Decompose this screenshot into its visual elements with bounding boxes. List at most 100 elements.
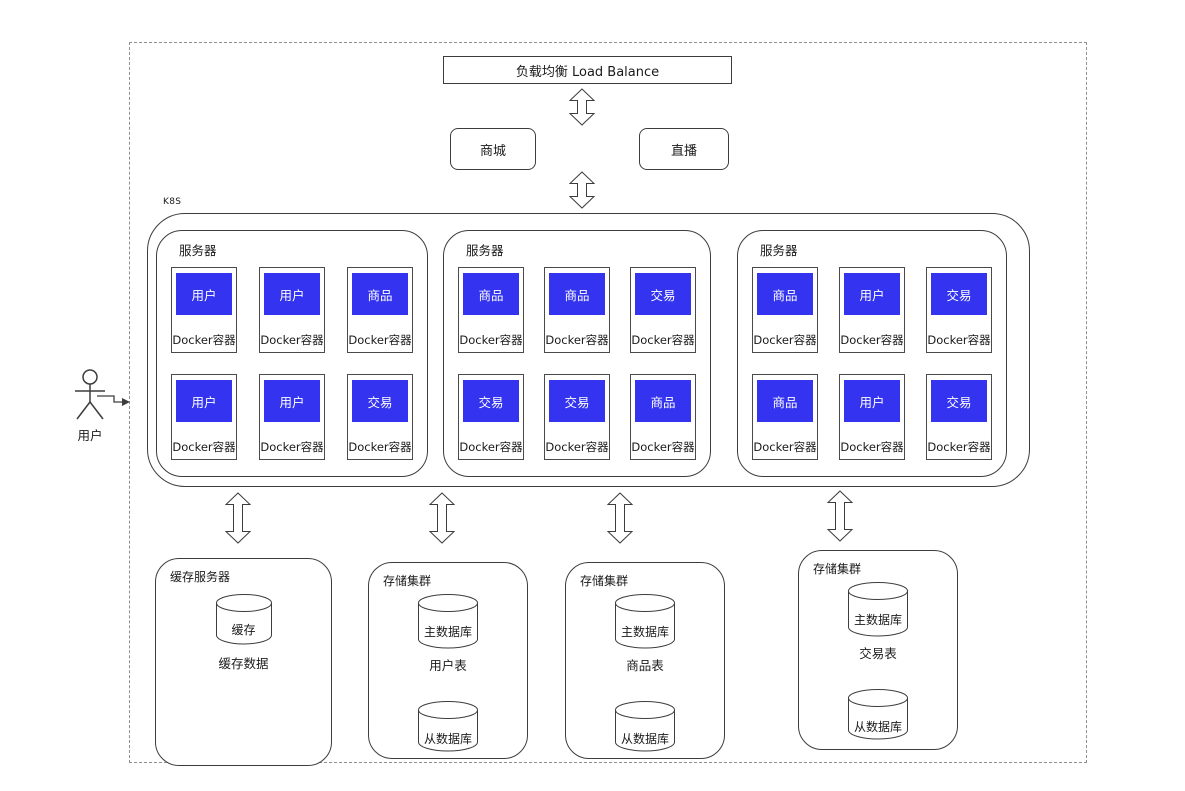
docker-container: 商品 Docker容器 — [630, 374, 696, 460]
replica-db-label: 从数据库 — [853, 720, 902, 735]
bidirectional-arrow-icon — [569, 88, 595, 126]
storage-cluster-label: 存储集群 — [580, 574, 629, 588]
docker-container: 用户 Docker容器 — [839, 267, 905, 353]
docker-caption: Docker容器 — [545, 440, 609, 454]
replica-database-cylinder: 从数据库 — [614, 700, 676, 756]
primary-database-cylinder: 主数据库 — [417, 593, 479, 649]
storage-cluster-label: 存储集群 — [813, 562, 862, 576]
primary-db-label: 主数据库 — [423, 625, 472, 640]
mall-service-node: 商城 — [450, 128, 536, 170]
docker-caption: Docker容器 — [840, 333, 904, 347]
live-service-node: 直播 — [639, 128, 729, 170]
service-box: 交易 — [549, 380, 605, 422]
bidirectional-arrow-icon — [569, 171, 595, 209]
storage-cluster-1: 存储集群 主数据库 用户表 从数据库 — [368, 562, 528, 759]
service-box: 交易 — [931, 273, 987, 315]
server-group-2: 服务器 商品 Docker容器 商品 Docker容器 交易 Docker容器 … — [443, 230, 711, 477]
service-box: 商品 — [352, 273, 408, 315]
server-group-1: 服务器 用户 Docker容器 用户 Docker容器 商品 Docker容器 … — [156, 230, 428, 477]
replica-database-cylinder: 从数据库 — [417, 700, 479, 756]
service-box: 商品 — [757, 273, 813, 315]
docker-container: 交易 Docker容器 — [458, 374, 524, 460]
load-balancer-node: 负载均衡 Load Balance — [443, 56, 732, 84]
service-box: 用户 — [844, 380, 900, 422]
primary-db-label: 主数据库 — [853, 613, 902, 628]
replica-db-label: 从数据库 — [620, 732, 669, 747]
docker-caption: Docker容器 — [631, 440, 695, 454]
bidirectional-arrow-icon — [827, 490, 853, 542]
docker-caption: Docker容器 — [260, 440, 324, 454]
cache-server-content: 缓存 缓存数据 — [156, 559, 331, 765]
table-caption: 商品表 — [626, 658, 664, 673]
docker-caption: Docker容器 — [927, 333, 991, 347]
storage-cluster-content: 主数据库 商品表 从数据库 — [566, 563, 724, 758]
primary-db-label: 主数据库 — [620, 625, 669, 640]
docker-container: 用户 Docker容器 — [171, 374, 237, 460]
server-group-label: 服务器 — [466, 243, 504, 258]
docker-caption: Docker容器 — [840, 440, 904, 454]
storage-cluster-3: 存储集群 主数据库 交易表 从数据库 — [798, 550, 958, 750]
container-grid: 商品 Docker容器 用户 Docker容器 交易 Docker容器 商品 D… — [752, 267, 992, 460]
server-group-3: 服务器 商品 Docker容器 用户 Docker容器 交易 Docker容器 … — [737, 230, 1007, 477]
docker-caption: Docker容器 — [753, 333, 817, 347]
service-box: 商品 — [635, 380, 691, 422]
docker-caption: Docker容器 — [545, 333, 609, 347]
mall-service-label: 商城 — [479, 143, 506, 159]
service-box: 用户 — [176, 380, 232, 422]
server-group-label: 服务器 — [179, 243, 217, 258]
docker-caption: Docker容器 — [459, 333, 523, 347]
service-box: 商品 — [463, 273, 519, 315]
docker-container: 商品 Docker容器 — [458, 267, 524, 353]
server-group-label: 服务器 — [760, 243, 798, 258]
docker-container: 商品 Docker容器 — [752, 267, 818, 353]
docker-container: 用户 Docker容器 — [839, 374, 905, 460]
docker-container: 商品 Docker容器 — [347, 267, 413, 353]
service-box: 交易 — [352, 380, 408, 422]
docker-container: 商品 Docker容器 — [544, 267, 610, 353]
cache-server-box: 缓存服务器 缓存 缓存数据 — [155, 558, 332, 766]
load-balancer-label: 负载均衡 Load Balance — [515, 64, 660, 80]
docker-caption: Docker容器 — [753, 440, 817, 454]
bidirectional-arrow-icon — [429, 492, 455, 544]
docker-caption: Docker容器 — [348, 440, 412, 454]
docker-caption: Docker容器 — [459, 440, 523, 454]
storage-cluster-content: 主数据库 用户表 从数据库 — [369, 563, 527, 758]
docker-caption: Docker容器 — [172, 440, 236, 454]
replica-database-cylinder: 从数据库 — [847, 688, 909, 744]
docker-container: 交易 Docker容器 — [926, 267, 992, 353]
cache-db-label: 缓存 — [231, 623, 256, 638]
docker-container: 交易 Docker容器 — [630, 267, 696, 353]
docker-caption: Docker容器 — [348, 333, 412, 347]
service-box: 用户 — [844, 273, 900, 315]
cache-caption: 缓存数据 — [218, 656, 269, 671]
docker-caption: Docker容器 — [631, 333, 695, 347]
service-box: 用户 — [176, 273, 232, 315]
table-caption: 用户表 — [429, 658, 467, 673]
docker-container: 用户 Docker容器 — [259, 267, 325, 353]
bidirectional-arrow-icon — [225, 492, 251, 544]
table-caption: 交易表 — [859, 646, 897, 661]
service-box: 商品 — [757, 380, 813, 422]
docker-container: 交易 Docker容器 — [544, 374, 610, 460]
docker-container: 用户 Docker容器 — [171, 267, 237, 353]
docker-container: 商品 Docker容器 — [752, 374, 818, 460]
container-grid: 商品 Docker容器 商品 Docker容器 交易 Docker容器 交易 D… — [458, 267, 696, 460]
cache-database-cylinder: 缓存 — [215, 593, 273, 645]
live-service-label: 直播 — [670, 143, 697, 159]
service-box: 交易 — [931, 380, 987, 422]
k8s-label: K8S — [163, 197, 182, 207]
docker-caption: Docker容器 — [172, 333, 236, 347]
actor-label: 用户 — [77, 428, 103, 443]
docker-caption: Docker容器 — [927, 440, 991, 454]
storage-cluster-label: 存储集群 — [383, 574, 432, 588]
bidirectional-arrow-icon — [607, 492, 633, 544]
service-box: 交易 — [463, 380, 519, 422]
docker-container: 交易 Docker容器 — [926, 374, 992, 460]
replica-db-label: 从数据库 — [423, 732, 472, 747]
container-grid: 用户 Docker容器 用户 Docker容器 商品 Docker容器 用户 D… — [171, 267, 413, 460]
primary-database-cylinder: 主数据库 — [614, 593, 676, 649]
user-actor-icon — [75, 369, 105, 420]
service-box: 交易 — [635, 273, 691, 315]
cache-server-label: 缓存服务器 — [170, 570, 231, 584]
